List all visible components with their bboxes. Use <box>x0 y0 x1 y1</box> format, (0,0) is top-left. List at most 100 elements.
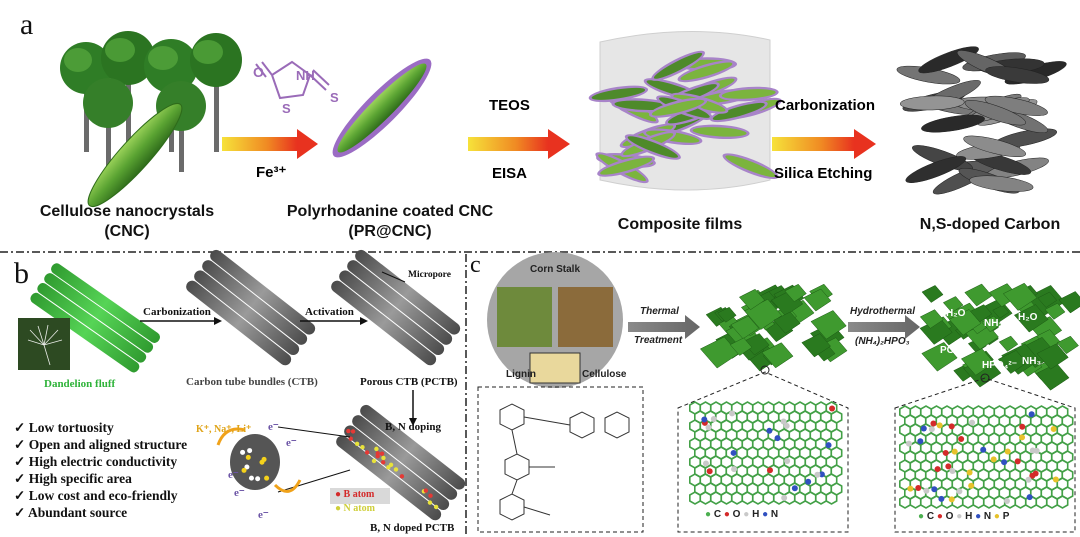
heteroatom <box>920 425 927 432</box>
dopant-atom <box>399 474 405 479</box>
legend-c2-n: N <box>983 511 992 522</box>
heteroatom <box>1033 447 1040 454</box>
heteroatom <box>825 442 832 449</box>
check-icon: ✓ <box>14 471 26 486</box>
legend-n-atom-text: N atom <box>343 503 375 514</box>
trees-group <box>60 31 242 172</box>
ion-dot <box>247 448 253 454</box>
heteroatom <box>701 416 708 423</box>
heteroatom <box>814 471 821 478</box>
carbon-rod <box>963 135 1026 158</box>
doped-pctb-label: B, N doped PCTB <box>370 522 455 534</box>
lattice-hex <box>814 491 828 505</box>
legend-c1-o: O <box>732 509 741 520</box>
carbon-sheets-1 <box>699 283 848 372</box>
teos-label: TEOS <box>489 97 530 114</box>
lattice-hex <box>709 491 723 505</box>
zoom-box-1 <box>677 371 849 533</box>
cellulose-label: Cellulose <box>582 369 627 380</box>
check-icon: ✓ <box>14 437 26 452</box>
pr-cnc-core <box>337 63 427 153</box>
heteroatom <box>936 422 943 429</box>
heteroatom <box>945 463 952 470</box>
mol-s2: S <box>330 90 339 105</box>
carbon-sheet <box>801 333 831 358</box>
dopant-atom <box>348 436 353 441</box>
heteroatom <box>780 418 787 425</box>
ion-dot <box>264 475 270 481</box>
ion-dot <box>261 456 267 462</box>
heteroatom <box>710 415 717 422</box>
carbon-sheet <box>960 348 995 376</box>
species-hpo4: HPO₄²⁻ <box>982 360 1018 371</box>
doping-label: B, N doping <box>385 421 441 433</box>
carbon-rod <box>969 175 1034 192</box>
heteroatom <box>942 449 949 456</box>
lignin-label: Lignin <box>506 369 536 380</box>
rhodanine-molecule <box>255 60 330 100</box>
legend-c1-n: N <box>770 509 779 520</box>
heteroatom <box>766 427 773 434</box>
dopant-atom <box>427 500 433 505</box>
heteroatom <box>917 438 924 445</box>
dopant-atom <box>381 455 386 461</box>
feature-text: Low tortuosity <box>28 420 114 435</box>
carbon-sheet <box>919 309 944 329</box>
micropore-label: Micropore <box>408 270 451 280</box>
heteroatom <box>968 482 975 489</box>
lattice-hex <box>699 491 712 505</box>
arrow-head-2 <box>548 129 570 159</box>
corn-photo-2 <box>558 287 613 347</box>
ns-carbon-rods <box>896 46 1067 195</box>
heteroatom <box>948 496 955 503</box>
heteroatom <box>730 449 737 456</box>
carbonization-b-label: Carbonization <box>143 306 211 318</box>
heteroatom <box>915 484 922 491</box>
caption-ns-carbon: N,S-doped Carbon <box>919 216 1061 233</box>
film-rod <box>597 155 656 177</box>
lattice-hex <box>688 491 702 505</box>
lattice-hex <box>1046 495 1058 509</box>
carbon-sheet <box>761 342 794 369</box>
ctb-tubes <box>186 249 316 366</box>
heteroatom <box>805 478 812 485</box>
heteroatom <box>1025 476 1032 483</box>
heteroatom <box>1004 448 1011 455</box>
pctb-label: Porous CTB (PCTB) <box>360 376 458 388</box>
carbon-sheet <box>1013 304 1049 333</box>
panel-a-letter: a <box>20 8 34 41</box>
corn-stalk-label: Corn Stalk <box>530 264 581 275</box>
carbon-rod <box>900 95 965 111</box>
caption-pr-cnc-line1: Polyrhodanine coated CNC <box>286 203 494 220</box>
film-rod <box>709 100 768 123</box>
features-list: ✓ Low tortuosity ✓ Open and aligned stru… <box>14 419 187 521</box>
species-h2o-1: H₂O <box>946 308 966 319</box>
film-rod <box>677 60 736 83</box>
heteroatom <box>1019 434 1026 441</box>
legend-c1-h: H <box>752 509 760 520</box>
heteroatom <box>949 468 956 475</box>
arrow-head-3 <box>854 129 876 159</box>
legend-b-atom: ● B atom <box>335 489 375 500</box>
caption-pr-cnc: Polyrhodanine coated CNC (PR@CNC) <box>265 202 515 242</box>
lattice-hex <box>730 491 744 505</box>
ion-dot <box>248 475 254 481</box>
lattice-hex <box>762 491 775 505</box>
heteroatom <box>784 457 791 464</box>
legend-c2-c: C <box>926 511 935 522</box>
reagent-label: (NH₄)₂HPO₃ <box>855 336 910 347</box>
heteroatom <box>907 485 914 492</box>
carbon-sheet <box>1044 302 1066 320</box>
carbon-rod <box>905 156 967 183</box>
cnc-rod <box>87 102 183 208</box>
carbon-sheet <box>773 311 801 334</box>
tube-cross-section <box>230 434 280 490</box>
heteroatom <box>783 422 790 429</box>
arrow-c1 <box>628 315 700 339</box>
check-icon: ✓ <box>14 420 26 435</box>
panel-c-letter: c <box>470 252 481 278</box>
feature-item: ✓ High electric conductivity <box>14 453 187 470</box>
ion-dot <box>245 454 251 460</box>
species-nh3-1: NH₃ <box>984 318 1004 329</box>
caption-pr-cnc-line2: (PR@CNC) <box>348 223 432 240</box>
